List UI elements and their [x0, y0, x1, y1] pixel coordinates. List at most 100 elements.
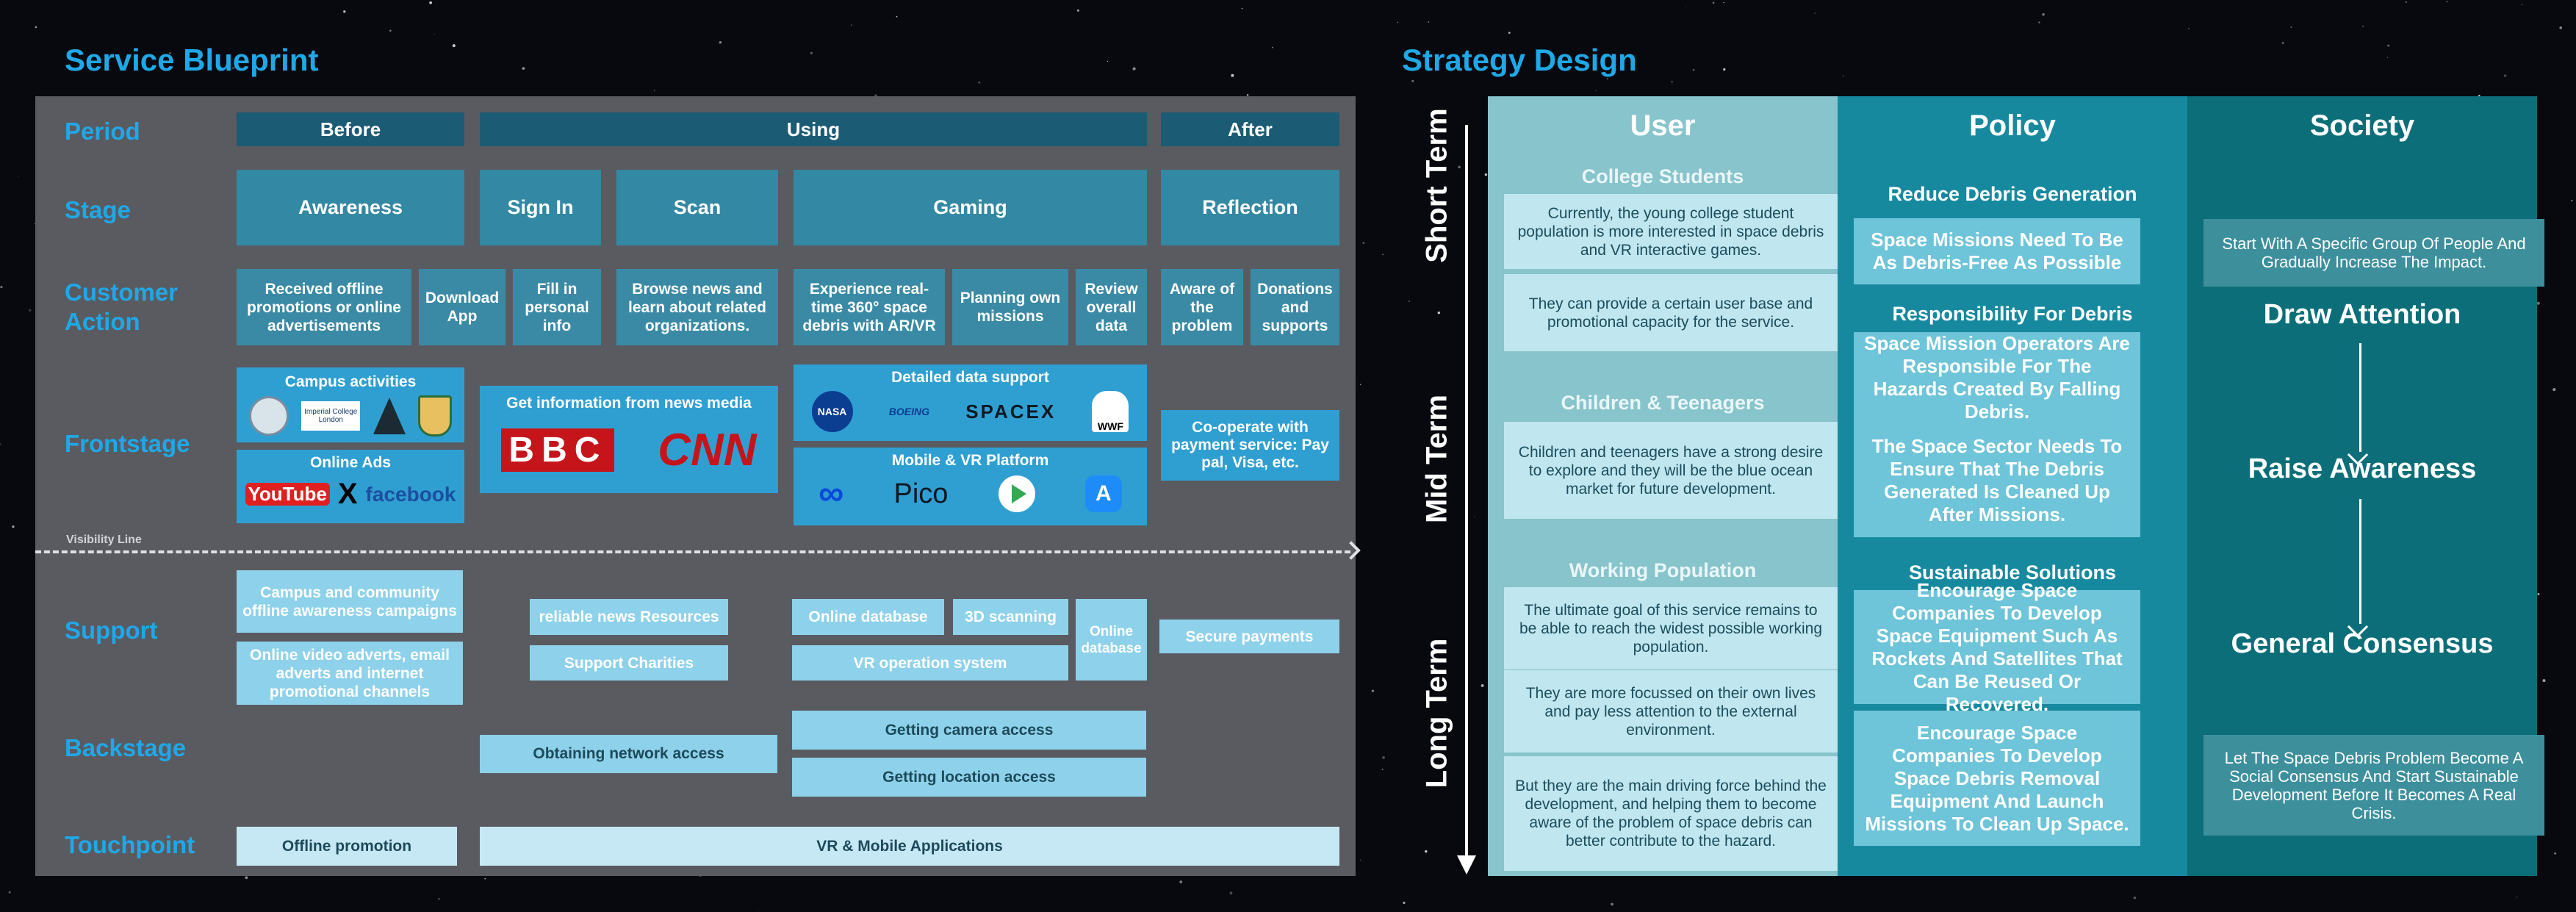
star [1484, 173, 1487, 176]
strategy-column-user: User College Students Currently, the you… [1488, 96, 1838, 876]
support-online-database-2: Online database [1076, 599, 1147, 681]
university-seal-icon [248, 396, 289, 436]
society-card-start: Start With A Specific Group Of People An… [2203, 219, 2544, 287]
star [1437, 311, 1440, 315]
star [2571, 199, 2573, 202]
policy-card-reusable-equipment: Encourage Space Companies To Develop Spa… [1854, 579, 2140, 715]
stage-scan: Scan [616, 170, 778, 245]
timeline-gap-top [1465, 110, 1468, 125]
star [1397, 21, 1399, 24]
star [1692, 68, 1695, 71]
touchpoint-offline-promotion: Offline promotion [237, 827, 457, 866]
star [2446, 1, 2448, 3]
star [34, 223, 35, 225]
support-news-resources: reliable news Resources [530, 599, 728, 635]
star [433, 33, 436, 35]
frontstage-news-media: Get information from news media BBC CNN [480, 386, 778, 493]
action-experience-debris: Experience real-time 360° space debris w… [794, 269, 945, 345]
strategy-title: Strategy Design [1402, 43, 1637, 77]
period-before: Before [237, 112, 464, 146]
star [2503, 74, 2507, 77]
society-arrow-1-line [2359, 343, 2361, 452]
crest-icon [418, 395, 453, 437]
star [1428, 21, 1430, 23]
star [2362, 25, 2364, 27]
star [1611, 902, 1613, 906]
star [8, 891, 11, 894]
star [1712, 1, 1715, 4]
campus-activities-title: Campus activities [284, 373, 417, 390]
user-group-college-title: College Students [1581, 165, 1744, 187]
bbc-logo: BBC [501, 428, 615, 472]
star [438, 897, 440, 900]
star [1246, 93, 1249, 96]
term-long: Long Term [1420, 617, 1454, 809]
star [522, 67, 525, 70]
frontstage-campus-activities: Campus activities Imperial College Londo… [237, 367, 464, 442]
star [389, 29, 392, 32]
star [1371, 689, 1374, 692]
timeline-arrow-icon [1457, 855, 1476, 875]
star [2188, 28, 2190, 29]
user-card-children-1: Children and teenagers have a strong des… [1504, 422, 1838, 519]
star [2290, 26, 2292, 28]
star [2405, 1, 2408, 4]
star [1132, 67, 1136, 71]
wwf-logo: WWF [1092, 391, 1129, 432]
row-label-support: Support [65, 617, 158, 644]
star [2387, 44, 2390, 47]
support-charities: Support Charities [530, 645, 728, 681]
row-label-frontstage: Frontstage [65, 430, 190, 457]
star [0, 443, 1, 445]
society-step-raise-awareness: Raise Awareness [2248, 453, 2477, 484]
meta-logo: ∞ [819, 474, 844, 513]
tower-icon [373, 398, 406, 434]
period-using: Using [480, 112, 1147, 146]
star [1359, 859, 1361, 861]
star [2537, 593, 2540, 595]
star [2478, 94, 2480, 97]
star [1381, 769, 1384, 770]
action-planning-missions: Planning own missions [952, 269, 1068, 345]
policy-card-debris-removal: Encourage Space Companies To Develop Spa… [1854, 711, 2140, 846]
timeline-line [1465, 110, 1468, 867]
action-received-promotions: Received offline promotions or online ad… [237, 269, 411, 345]
news-media-title: Get information from news media [506, 395, 752, 412]
action-fill-info: Fill in personal info [513, 269, 601, 345]
support-3d-scanning: 3D scanning [953, 599, 1068, 635]
imperial-college-logo: Imperial College London [301, 401, 361, 431]
term-mid: Mid Term [1420, 363, 1454, 555]
star [2038, 21, 2040, 24]
boeing-logo: BOEING [888, 406, 930, 417]
visibility-line [35, 550, 1350, 553]
policy-card-cleanup-missions: The Space Sector Needs To Ensure That Th… [1854, 423, 2140, 537]
stage-gaming: Gaming [794, 170, 1147, 245]
star [2552, 388, 2556, 392]
star [2281, 41, 2284, 45]
star [896, 15, 898, 18]
star [2559, 26, 2562, 29]
action-review-data: Review overall data [1076, 269, 1147, 345]
support-online-adverts: Online video adverts, email adverts and … [237, 642, 463, 705]
frontstage-payment: Co-operate with payment service: Pay pal… [1161, 410, 1339, 481]
policy-card-debris-free: Space Missions Need To Be As Debris-Free… [1854, 218, 2140, 284]
star [1241, 7, 1243, 10]
row-label-backstage: Backstage [65, 734, 187, 761]
frontstage-data-support: Detailed data support NASA BOEING SPACEX… [794, 365, 1147, 441]
blueprint-title: Service Blueprint [65, 43, 319, 77]
star [1360, 384, 1361, 385]
star [2133, 896, 2137, 900]
star [2554, 852, 2556, 855]
star [2542, 679, 2546, 683]
support-offline-campaigns: Campus and community offline awareness c… [237, 570, 463, 633]
society-arrow-2-line [2359, 499, 2361, 624]
society-header: Society [2309, 109, 2415, 142]
star [1408, 301, 1410, 302]
policy-card-operators-responsible: Space Mission Operators Are Responsible … [1854, 332, 2140, 423]
frontstage-online-ads: Online Ads YouTube X facebook [237, 450, 464, 523]
star [1595, 90, 1597, 92]
star [1179, 880, 1183, 884]
user-header: User [1630, 109, 1696, 142]
star [874, 94, 877, 97]
user-card-working-3: But they are the main driving force behi… [1504, 756, 1838, 871]
